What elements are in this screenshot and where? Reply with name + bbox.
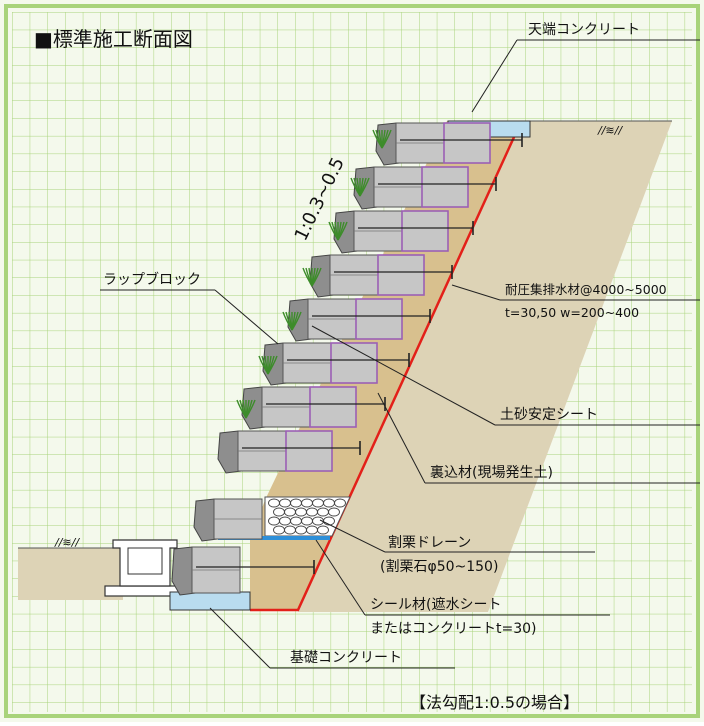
- gravel-stone: [290, 498, 302, 508]
- block-wrap: [377, 254, 425, 296]
- grass-tuft: [328, 221, 348, 241]
- gravel-stone: [284, 507, 296, 517]
- block-wrap: [309, 386, 357, 428]
- wrap-block: [333, 210, 474, 254]
- block-wrap: [330, 342, 378, 384]
- gravel-stone: [301, 516, 313, 526]
- label-gravel-drain: 割栗ドレーン: [388, 534, 471, 551]
- grass-blade: [381, 129, 392, 149]
- wrap-block: [309, 254, 453, 298]
- gravel-stone: [306, 525, 318, 535]
- grass-blade: [291, 311, 302, 331]
- label-seal-material: シール材(遮水シート: [370, 597, 501, 613]
- gravel-stone: [317, 525, 329, 535]
- gravel-stone: [306, 507, 318, 517]
- grass-blade: [267, 355, 278, 375]
- gravel-stone: [334, 498, 346, 508]
- gravel-stone: [290, 516, 302, 526]
- block-wrap: [355, 298, 403, 340]
- block-face: [171, 546, 197, 596]
- gravel-stone: [273, 525, 285, 535]
- ground-hatch-right: //≋//: [597, 124, 623, 137]
- grass-blade: [337, 221, 348, 241]
- gravel-stone: [323, 516, 335, 526]
- grass-tuft: [236, 399, 256, 419]
- wrap-block: [193, 498, 263, 542]
- gravel-stone: [273, 507, 285, 517]
- gravel-stones: [268, 498, 346, 535]
- label-base-concrete: 基礎コンクリート: [290, 649, 402, 666]
- grass-tuft: [282, 311, 302, 331]
- gravel-stone: [323, 498, 335, 508]
- grass-tuft: [372, 129, 392, 149]
- gravel-stone: [328, 507, 340, 517]
- grass-blade: [311, 267, 322, 287]
- gravel-stone: [279, 516, 291, 526]
- grass-blade: [359, 177, 370, 197]
- page-title: ■標準施工断面図: [34, 27, 193, 51]
- label-seal-alt: またはコンクリートt=30): [370, 621, 537, 637]
- label-gravel-size: (割栗石φ50~150): [380, 558, 498, 575]
- grass-tuft: [258, 355, 278, 375]
- wrap-block: [171, 546, 315, 596]
- wrap-block: [241, 386, 386, 430]
- block-wrap: [443, 122, 491, 164]
- vegetation: [236, 129, 392, 419]
- wrap-block: [217, 430, 361, 474]
- block-face: [217, 430, 243, 474]
- excavation-line: [250, 123, 522, 612]
- gravel-stone: [279, 498, 291, 508]
- grass-blade: [245, 399, 256, 419]
- label-wrap-block: ラップブロック: [103, 271, 201, 288]
- block-face: [353, 166, 379, 210]
- gravel-stone: [312, 498, 324, 508]
- label-drain-size: t=30,50 w=200~400: [505, 305, 639, 320]
- label-backfill: 裏込材(現場発生土): [430, 464, 553, 481]
- wrap-blocks: [171, 122, 523, 596]
- wrap-block: [287, 298, 431, 342]
- u-drain: [104, 539, 181, 597]
- grass-tuft: [302, 267, 322, 287]
- gravel-stone: [268, 498, 280, 508]
- grass-tuft: [350, 177, 370, 197]
- block-wrap: [421, 166, 469, 208]
- leader-lines: [100, 39, 700, 669]
- wrap-block: [262, 342, 410, 386]
- label-drain-material: 耐圧集排水材@4000~5000: [505, 282, 667, 297]
- gravel-stone: [268, 516, 280, 526]
- outer-frame: [4, 4, 700, 718]
- ground-hatch-left: //≋//: [54, 536, 80, 549]
- block-wrap: [285, 430, 333, 472]
- gravel-stone: [295, 507, 307, 517]
- gravel-stone: [295, 525, 307, 535]
- gravel-stone: [301, 498, 313, 508]
- block-wrap: [401, 210, 449, 252]
- wrap-block: [353, 166, 497, 210]
- gravel-stone: [317, 507, 329, 517]
- label-soil-sheet: 土砂安定シート: [500, 407, 598, 423]
- gravel-stone: [284, 525, 296, 535]
- label-top-concrete: 天端コンクリート: [528, 22, 640, 38]
- natural-ground: [298, 121, 672, 612]
- block-face: [193, 498, 219, 542]
- caption: 【法勾配1:0.5の場合】: [410, 693, 579, 712]
